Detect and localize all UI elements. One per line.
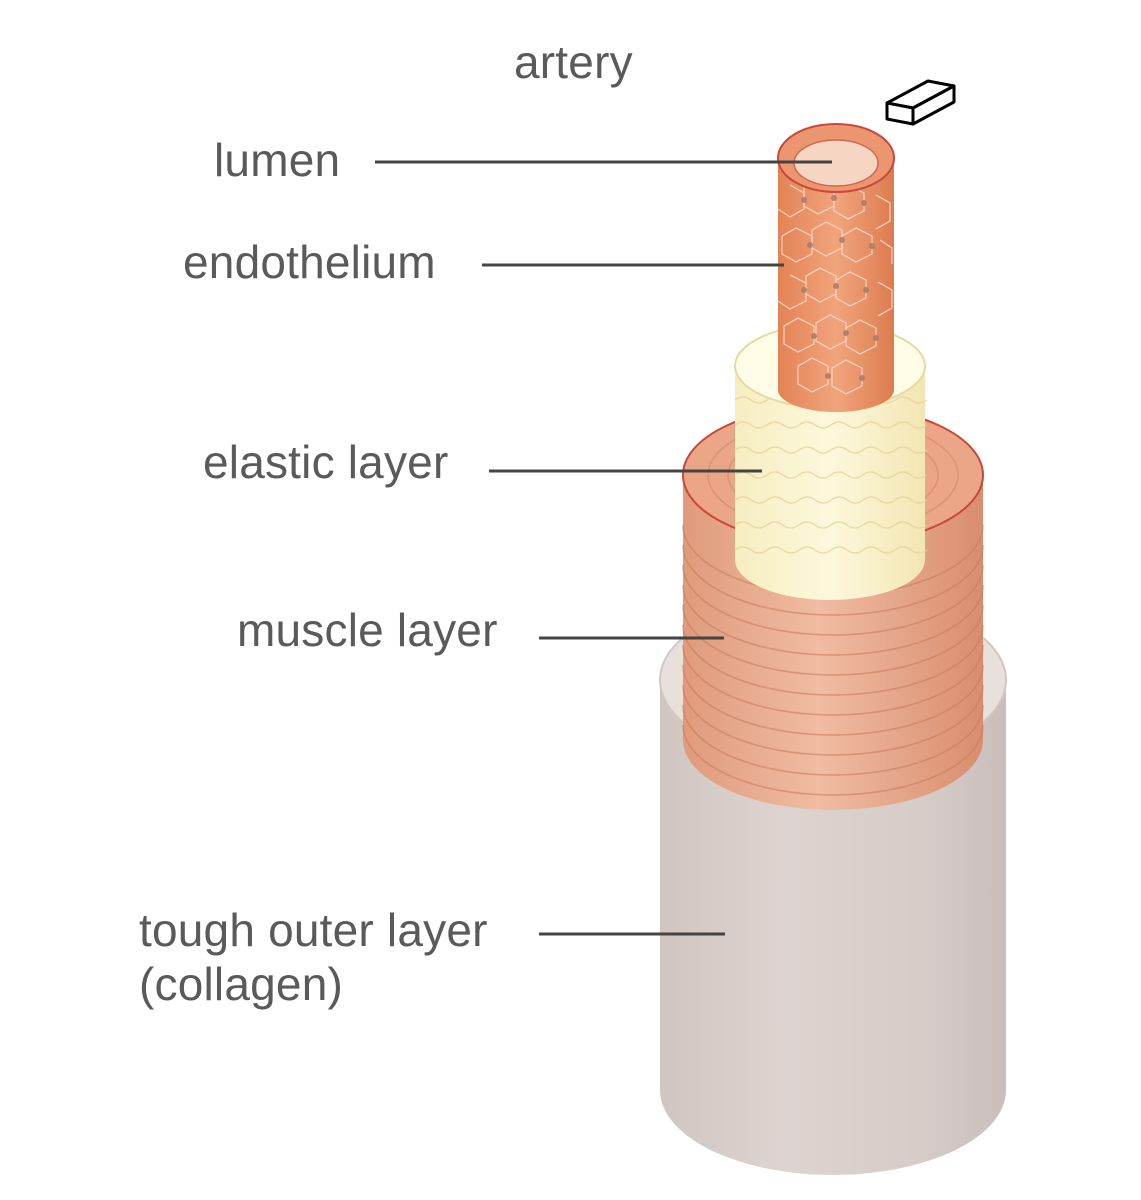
eraser-icon xyxy=(885,79,956,126)
label-lumen: lumen xyxy=(214,134,341,186)
diagram-title: artery xyxy=(514,36,633,88)
label-muscle-layer: muscle layer xyxy=(237,604,498,656)
label-outer-layer-collagen: (collagen) xyxy=(139,958,343,1010)
label-elastic-layer: elastic layer xyxy=(203,436,449,488)
label-endothelium: endothelium xyxy=(183,236,436,288)
label-outer-layer: tough outer layer xyxy=(139,904,488,956)
endothelium-shape xyxy=(777,123,895,412)
